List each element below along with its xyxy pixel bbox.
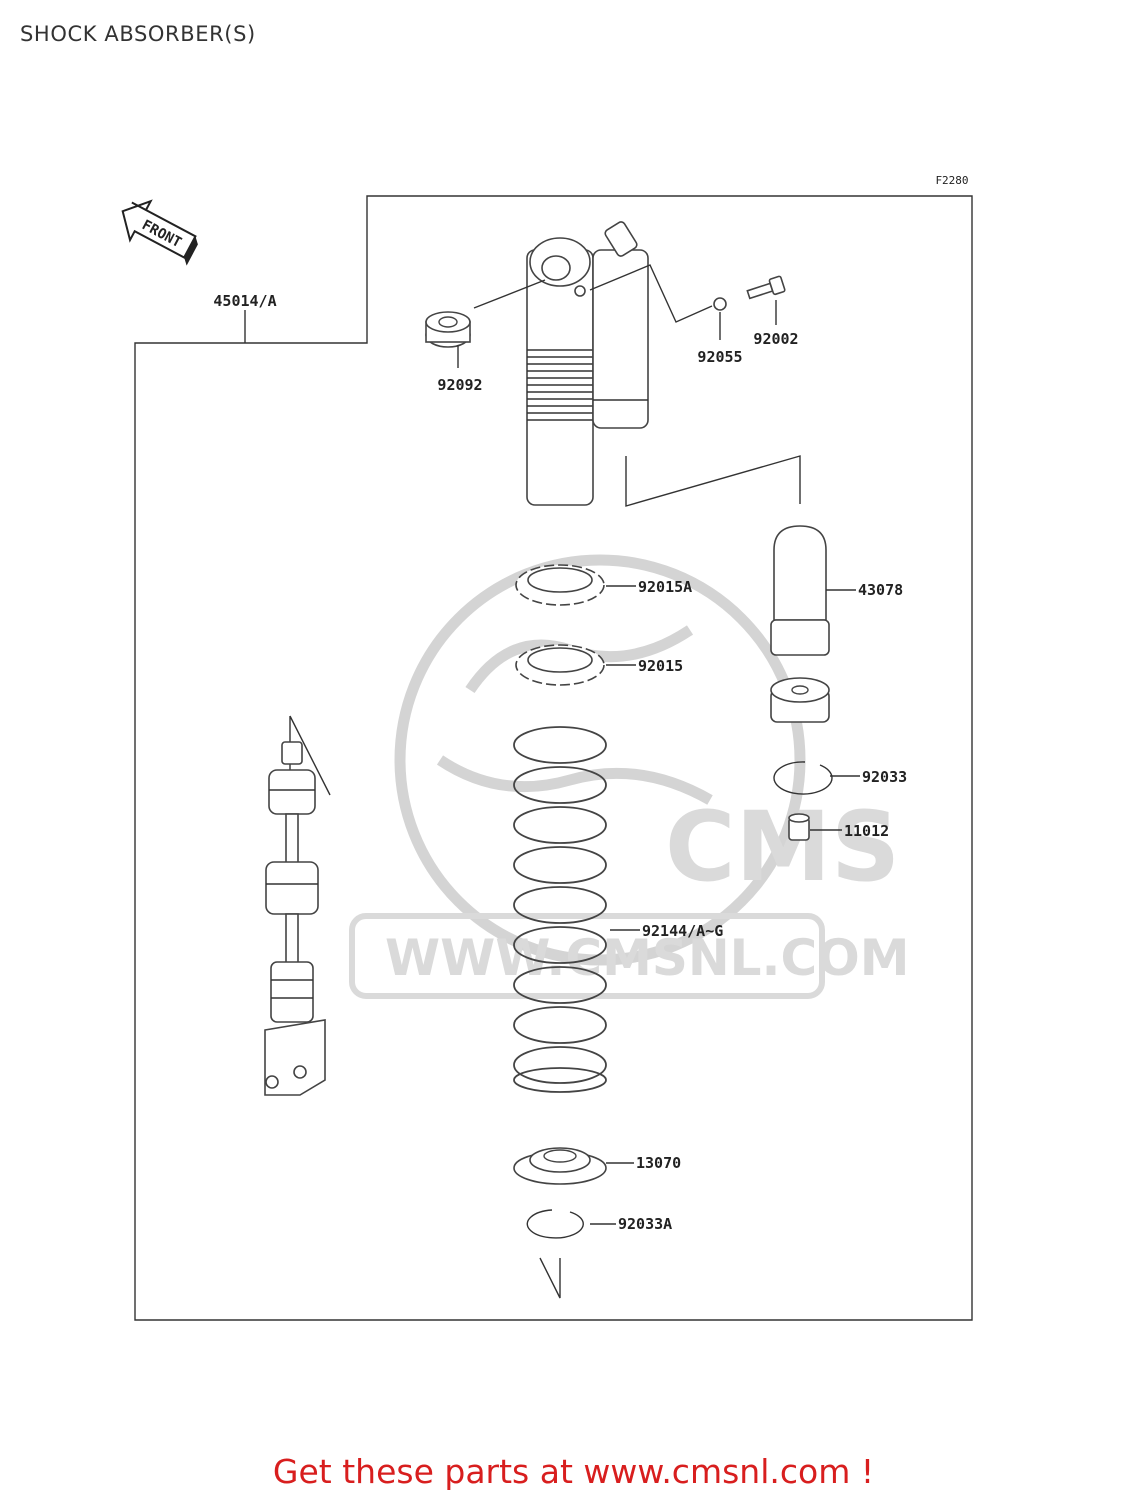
locknut-a-part [515,564,605,606]
reservoir-cap-part [770,677,830,723]
spring-part [513,726,607,1093]
circlip-a-part [526,1209,584,1239]
front-arrow-icon: FRONT [121,199,198,266]
watermark-logo: CMS WWW.CMSNL.COM [349,554,910,999]
bushing-part [788,813,810,841]
label-assembly: 45014/A [213,292,276,310]
label-bushing: 11012 [844,822,889,840]
label-circlip-a: 92033A [618,1215,672,1233]
label-bolt: 92002 [753,330,798,348]
label-cover: 43078 [858,581,903,599]
label-spring: 92144/A~G [642,922,723,940]
label-locknut-a: 92015A [638,578,692,596]
label-spring-seat: 13070 [636,1154,681,1172]
watermark-logo-text: CMS [665,791,900,903]
locknut-part [515,644,605,686]
label-o-ring: 92055 [697,348,742,366]
page-title: SHOCK ABSORBER(S) [20,22,256,46]
spring-seat-part [513,1147,607,1185]
footer-link[interactable]: Get these parts at www.cmsnl.com ! [272,1452,875,1491]
watermark-url: WWW.CMSNL.COM [385,929,910,987]
assembly-frame [134,195,973,1321]
collar-part [425,311,471,348]
label-circlip: 92033 [862,768,907,786]
reservoir-cover-part [770,525,830,656]
parts-diagram: CMS WWW.CMSNL.COM F2280 FRONT [121,174,973,1321]
shock-body [526,221,649,506]
label-locknut: 92015 [638,657,683,675]
o-ring-part [713,297,727,311]
bolt-part [746,275,786,300]
label-collar: 92092 [437,376,482,394]
damper-rod-part [264,741,326,1096]
figure-code: F2280 [935,174,968,187]
